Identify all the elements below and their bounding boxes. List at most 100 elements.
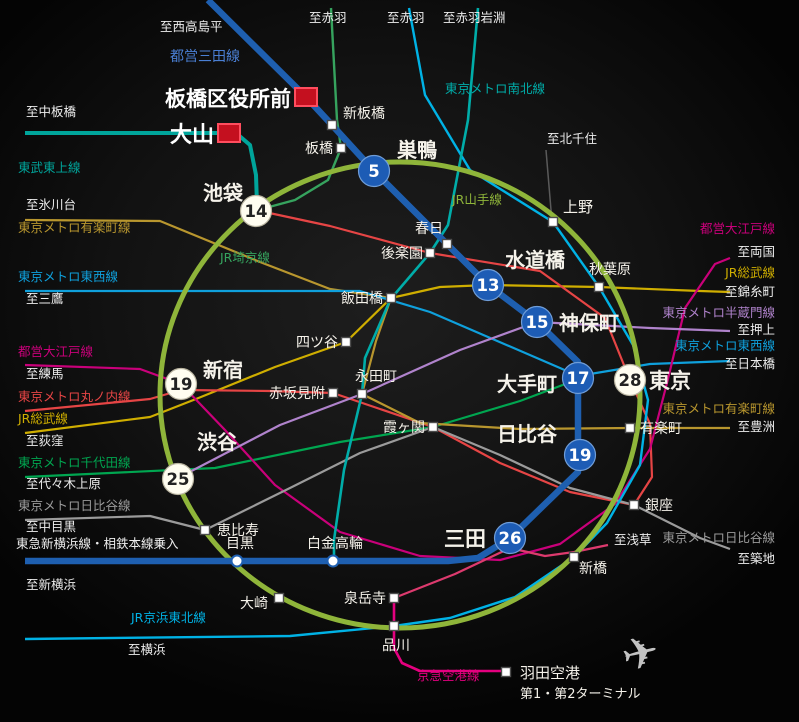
line-label-hibiya-line-right: 東京メトロ日比谷線: [662, 530, 775, 545]
station-marker-shirokane-takanawa: [326, 554, 340, 568]
direction-label-to-shin-yokohama: 至新横浜: [26, 577, 76, 592]
station-label-kasuga: 春日: [415, 221, 443, 237]
station-label-haneda-airport: 羽田空港: [520, 664, 580, 682]
station-label-sugamo: 巣鴨: [396, 138, 437, 162]
time-badge-tokyo: [613, 363, 647, 397]
time-badge-ikebukuro: [239, 194, 273, 228]
line-label-namboku-line: 東京メトロ南北線: [445, 81, 546, 96]
line-tozai-line: [25, 289, 731, 378]
line-hanzomon-line: [177, 320, 731, 479]
line-marunouchi-line: [24, 209, 654, 507]
station-marker-shinagawa: [388, 620, 400, 632]
time-badge-tokyo-value: 28: [619, 371, 642, 390]
station-label-tokyo: 東京: [649, 369, 691, 393]
station-label-iidabashi: 飯田橋: [341, 290, 383, 307]
station-marker-itabashi: [335, 142, 347, 154]
station-label-shibuya: 渋谷: [197, 430, 238, 454]
station-label-ueno: 上野: [563, 198, 593, 216]
time-badge-hibiya-value: 19: [569, 446, 592, 465]
line-label-yurakucho-line-left: 東京メトロ有楽町線: [18, 220, 131, 235]
direction-label-to-mitaka: 至三鷹: [26, 291, 64, 306]
direction-label-to-ogikubo: 至荻窪: [26, 433, 64, 448]
station-label-haneda-terminal: 第1・第2ターミナル: [520, 687, 641, 702]
line-label-tokyu-shin-yokohama-line: 東急新横浜線・相鉄本線乗入: [16, 536, 179, 551]
direction-label-to-yoyogi-uehara: 至代々木上原: [26, 476, 101, 491]
direction-label-to-yokohama: 至横浜: [128, 642, 166, 657]
line-label-hibiya-line-left: 東京メトロ日比谷線: [18, 498, 131, 513]
time-badge-jimbocho: [520, 305, 554, 339]
direction-label-to-nerima: 至練馬: [26, 366, 64, 381]
line-label-oedo-line-left: 都営大江戸線: [18, 344, 94, 359]
line-keikyu-airport-line: [392, 598, 504, 673]
station-label-korakuen: 後楽園: [381, 246, 423, 262]
station-marker-meguro: [230, 554, 244, 568]
station-marker-akihabara: [593, 281, 605, 293]
station-marker-shimbashi: [568, 551, 580, 563]
line-tobu-tojo-line: [25, 131, 259, 206]
direction-label-to-ryogoku: 至両国: [737, 244, 775, 259]
direction-label-to-naka-meguro: 至中目黒: [26, 519, 76, 534]
time-badge-sugamo-value: 5: [368, 162, 379, 181]
station-label-yurakucho: 有楽町: [640, 421, 682, 437]
highlight-marker-oyama: [217, 123, 241, 143]
direction-label-to-akabane-1: 至赤羽: [309, 10, 347, 25]
direction-label-to-kita-senju: 至北千住: [547, 131, 598, 146]
station-marker-kasuga: [441, 238, 453, 250]
direction-label-to-oshiage: 至押上: [737, 322, 775, 337]
station-marker-ebisu: [199, 524, 211, 536]
airplane-icon: ✈: [616, 625, 664, 683]
direction-label-to-nihombashi: 至日本橋: [725, 356, 776, 371]
station-marker-kasumigaseki: [427, 421, 439, 433]
station-label-oyama: 大山: [170, 123, 214, 148]
time-badge-suidobashi-value: 13: [477, 276, 500, 295]
station-label-suidobashi: 水道橋: [505, 248, 566, 272]
station-marker-osaki: [273, 592, 285, 604]
highlight-marker-itabashi-kuyakusho-mae: [294, 87, 318, 107]
station-marker-sengakuji: [388, 592, 400, 604]
line-yurakucho-line: [24, 218, 730, 431]
station-label-shin-itabashi: 新板橋: [343, 106, 385, 122]
line-label-tozai-line-right: 東京メトロ東西線: [675, 338, 776, 353]
station-marker-yurakucho: [624, 422, 636, 434]
station-marker-shin-itabashi: [326, 119, 338, 131]
station-label-otemachi: 大手町: [497, 372, 557, 396]
time-badge-shinjuku: [164, 367, 198, 401]
direction-label-to-toyosu: 至豊洲: [737, 419, 775, 434]
time-badge-ikebukuro-value: 14: [245, 202, 268, 221]
station-label-sengakuji: 泉岳寺: [344, 590, 386, 607]
time-badge-sugamo: [357, 154, 391, 188]
line-label-tobu-tojo-line: 東武東上線: [18, 160, 81, 175]
station-marker-iidabashi: [385, 292, 397, 304]
station-label-ginza: 銀座: [645, 498, 673, 514]
line-saikyo-line: [257, 7, 343, 212]
station-label-nagatacho: 永田町: [355, 369, 397, 385]
station-label-kasumigaseki: 霞ヶ関: [383, 420, 425, 436]
line-oedo-line: [24, 256, 731, 562]
direction-label-to-akabane-iwabuchi: 至赤羽岩淵: [443, 10, 506, 25]
line-label-toei-mita-line: 都営三田線: [170, 49, 240, 65]
station-marker-nagatacho: [356, 388, 368, 400]
station-label-shinagawa: 品川: [382, 638, 410, 654]
station-marker-yotsuya: [340, 336, 352, 348]
station-label-itabashi: 板橋: [305, 141, 333, 157]
direction-label-to-hikawadai: 至氷川台: [26, 197, 76, 212]
station-label-hibiya: 日比谷: [497, 422, 558, 446]
line-label-oedo-line-right: 都営大江戸線: [700, 221, 776, 236]
line-label-sobu-line-right: JR総武線: [724, 265, 775, 280]
station-label-yotsuya: 四ツ谷: [296, 335, 338, 351]
time-badge-shibuya: [161, 462, 195, 496]
station-label-shimbashi: 新橋: [579, 561, 607, 577]
line-label-keikyu-airport-line: 京急空港線: [417, 668, 480, 683]
station-label-itabashi-kuyakusho-mae: 板橋区役所前: [165, 87, 291, 111]
line-label-hanzomon-line-right: 東京メトロ半蔵門線: [662, 305, 775, 320]
direction-label-to-kinshicho: 至錦糸町: [725, 284, 775, 299]
station-label-ikebukuro: 池袋: [203, 181, 244, 205]
station-label-meguro: 目黒: [226, 536, 254, 552]
station-label-akihabara: 秋葉原: [589, 262, 631, 278]
station-label-jimbocho: 神保町: [559, 311, 619, 335]
direction-label-to-nishi-takashimadaira: 至西高島平: [160, 19, 223, 34]
station-marker-ginza: [628, 499, 640, 511]
time-badge-jimbocho-value: 15: [526, 313, 549, 332]
